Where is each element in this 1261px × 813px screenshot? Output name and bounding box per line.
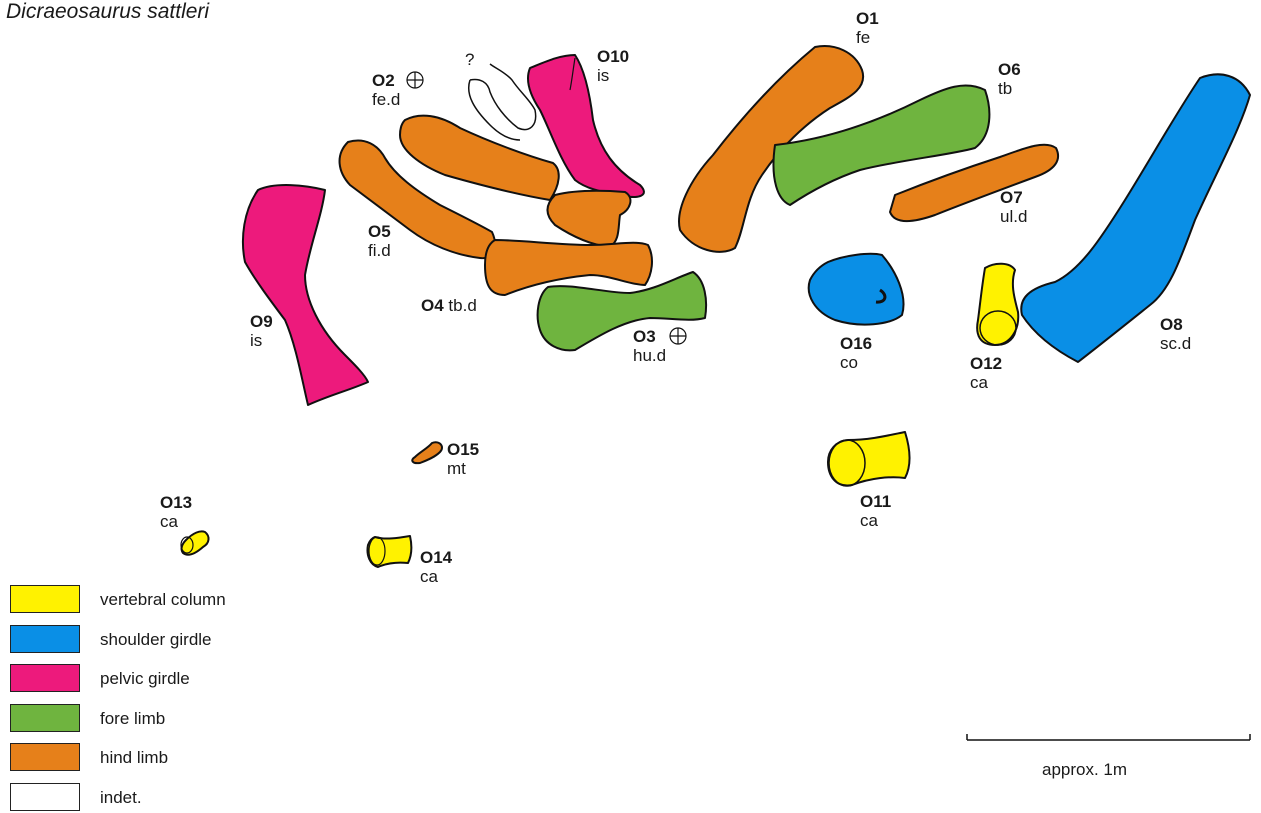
bone-o14-caudal xyxy=(367,536,411,567)
legend-swatch xyxy=(10,585,80,613)
legend-swatch xyxy=(10,625,80,653)
bone-o11-caudal xyxy=(828,432,910,485)
bone-o8-scapula xyxy=(1021,74,1250,362)
label-o4: O4 tb.d xyxy=(421,296,477,315)
scale-bar xyxy=(967,734,1250,740)
legend-swatch xyxy=(10,743,80,771)
bone-o15-metatarsal xyxy=(412,442,442,463)
legend-label: pelvic girdle xyxy=(100,669,190,689)
o2-cross-circle-icon xyxy=(407,72,423,88)
bone-o9-ischium xyxy=(243,185,368,405)
bone-indet xyxy=(469,64,536,140)
legend-swatch xyxy=(10,664,80,692)
o3-cross-circle-icon xyxy=(670,328,686,344)
legend-label: vertebral column xyxy=(100,590,226,610)
bone-o16-coracoid xyxy=(809,254,904,325)
bone-o2-femur-distal xyxy=(400,116,559,200)
legend-label: indet. xyxy=(100,788,142,808)
label-unknown: ? xyxy=(465,50,474,69)
bone-o3-humerus-distal xyxy=(538,272,706,350)
legend-label: hind limb xyxy=(100,748,168,768)
legend-label: shoulder girdle xyxy=(100,630,212,650)
bone-o13-caudal xyxy=(182,531,209,554)
legend-label: fore limb xyxy=(100,709,165,729)
legend-swatch xyxy=(10,704,80,732)
bone-o4-upper-piece xyxy=(548,191,631,247)
legend-swatch xyxy=(10,783,80,811)
scale-label: approx. 1m xyxy=(1042,760,1127,780)
bone-o12-caudal xyxy=(977,264,1018,345)
